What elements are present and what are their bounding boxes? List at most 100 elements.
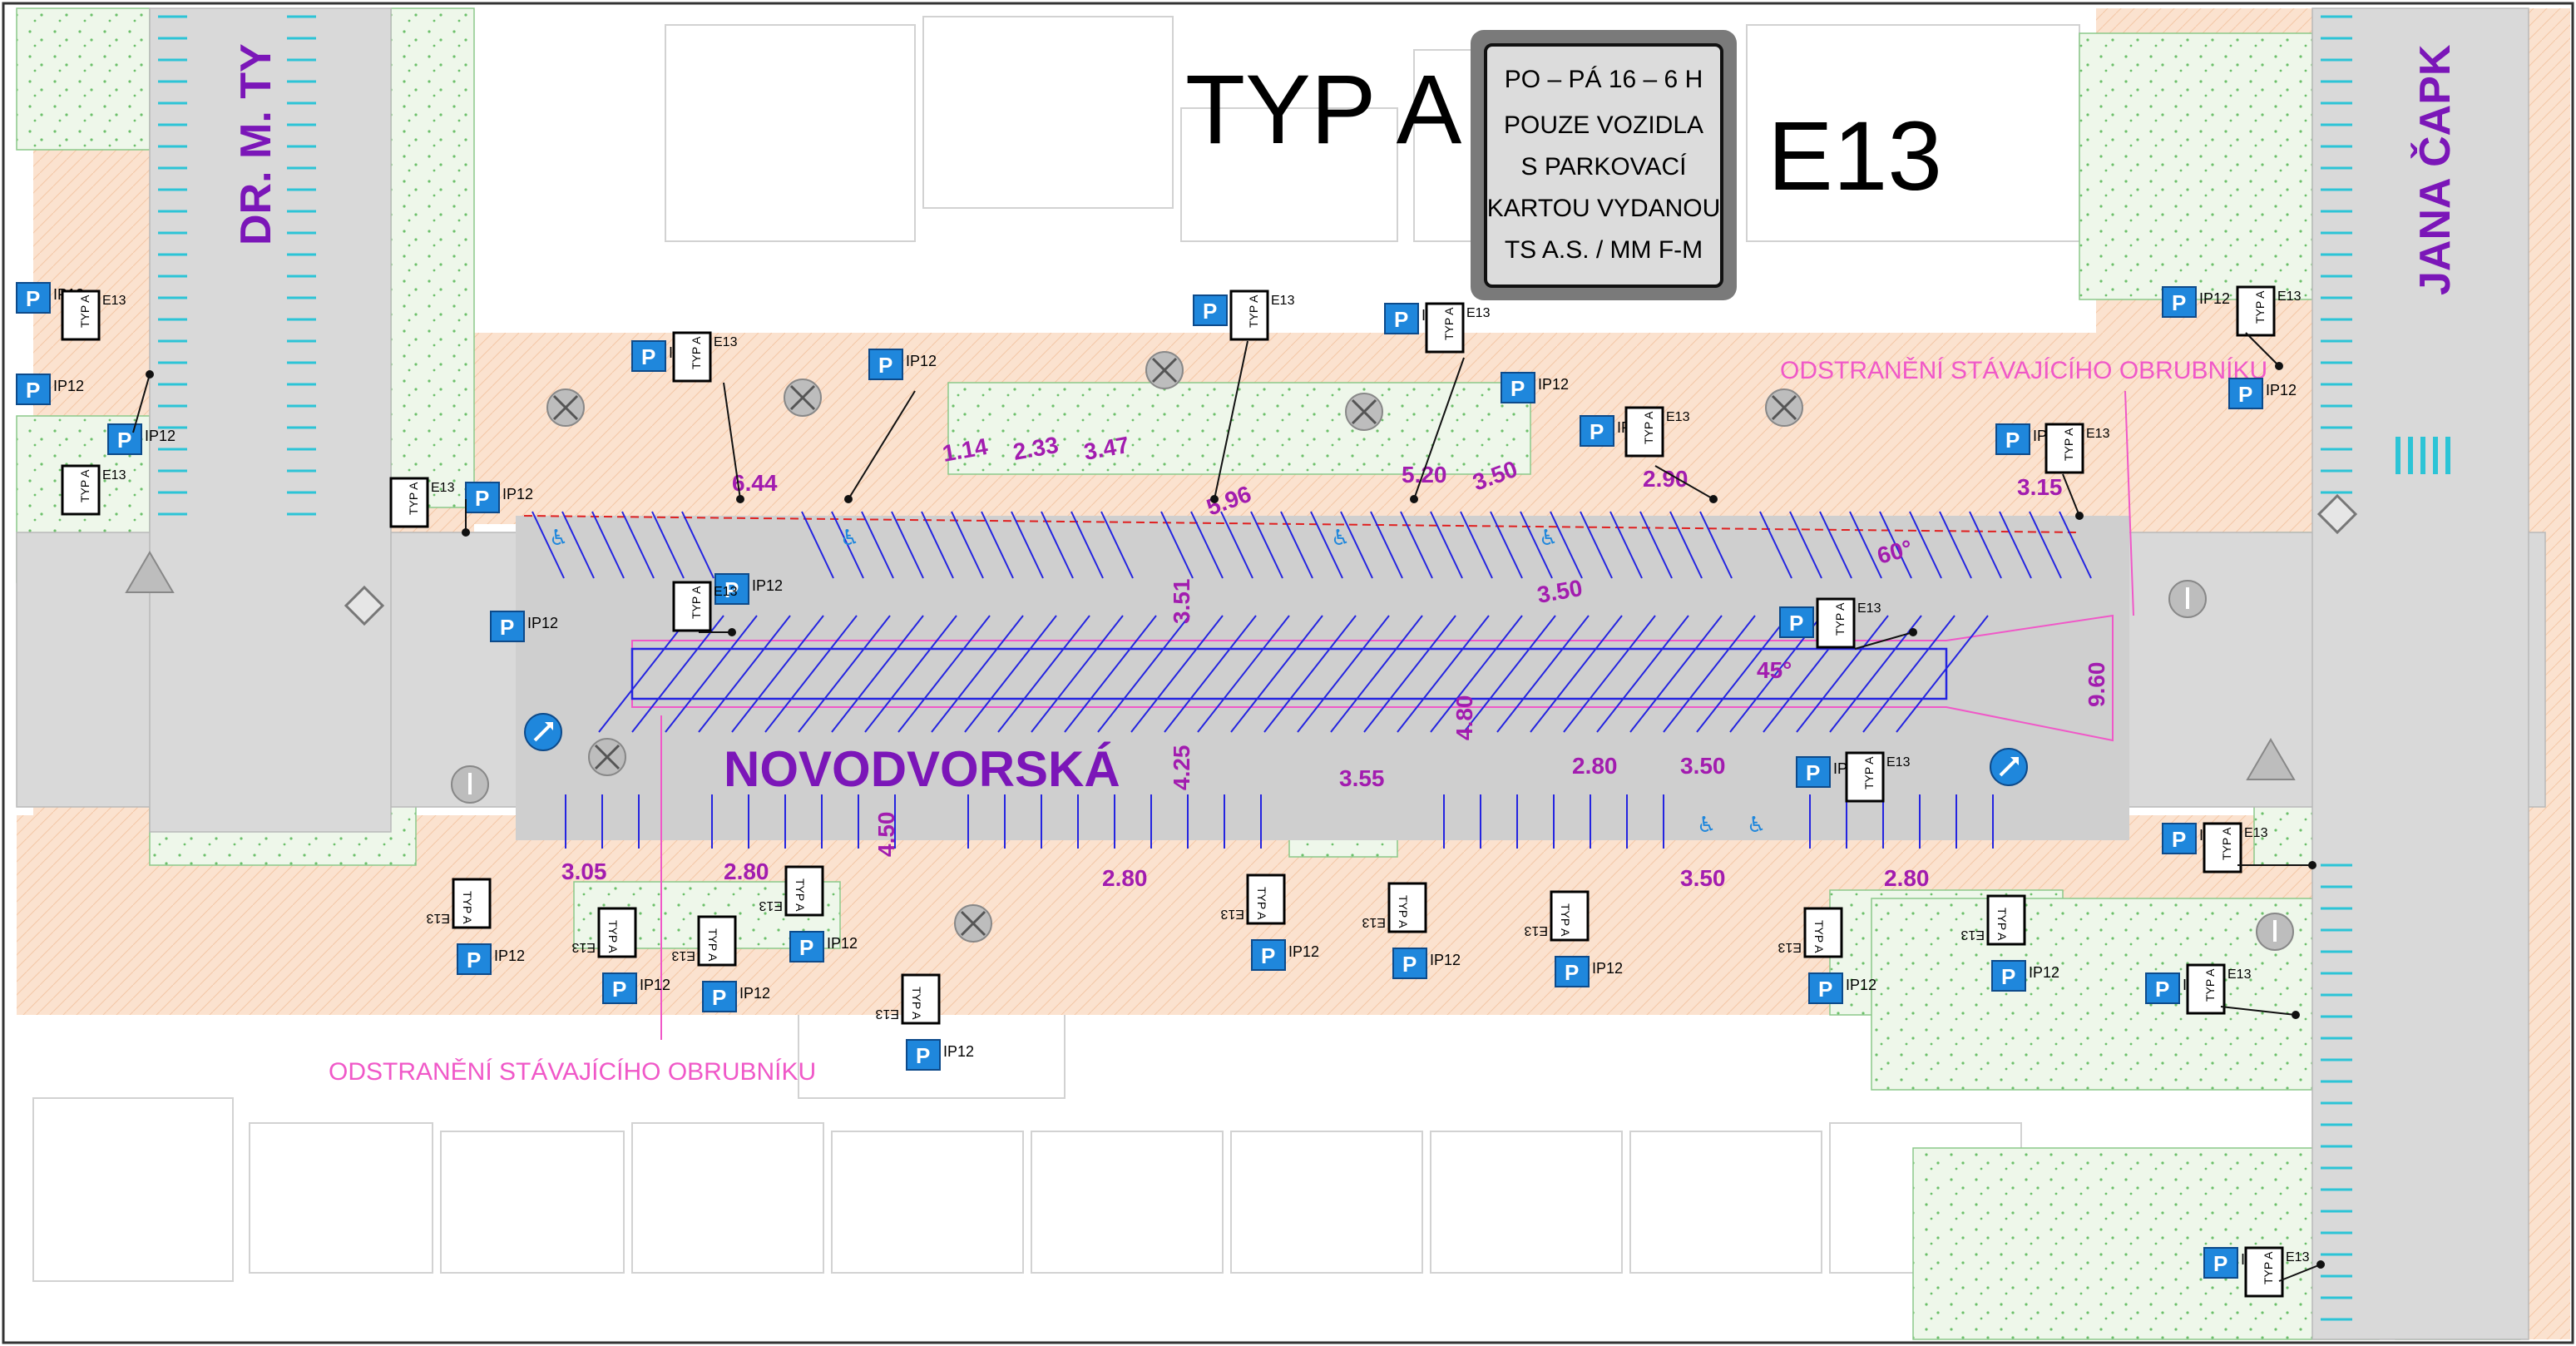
no-parking-sign-icon [588,738,626,776]
street-name-main: NOVODVORSKÁ [724,741,1120,797]
parking-bay-line [1297,615,1390,733]
svg-text:P: P [1590,419,1604,444]
parking-bay-line [651,511,685,579]
svg-text:E13: E13 [431,481,455,495]
parking-bay-line [1430,511,1463,579]
svg-text:E13: E13 [2244,826,2268,840]
parking-bay-line [1340,511,1373,579]
svg-text:TYP A: TYP A [1559,903,1572,937]
parking-bay-line [1230,615,1323,733]
parking-bay-line [1263,615,1357,733]
svg-text:P: P [1261,943,1275,968]
parking-bay-line [1310,511,1343,579]
svg-text:E13: E13 [759,898,783,913]
svg-text:TYP A: TYP A [407,482,420,515]
svg-text:P: P [799,935,813,960]
svg-text:P: P [2155,977,2169,1002]
dim-angle-45: 45° [1757,657,1792,683]
parking-bay-line [2029,511,2062,579]
dim-top-9: 3.15 [2017,474,2063,500]
svg-text:P: P [1510,376,1525,401]
svg-text:E13: E13 [571,940,596,954]
svg-text:P: P [500,615,514,640]
parking-bay-line [1530,615,1623,733]
parking-bay-line [1969,511,2002,579]
leader-line [2220,1006,2297,1016]
parking-bay-line [1879,511,1912,579]
legend-type-label: TYP A [1185,55,1462,165]
no-parking-sign-icon [1145,351,1184,389]
leader-line [723,382,741,500]
legend-code: E13 [1768,101,1942,211]
svg-text:IP12: IP12 [2199,290,2230,307]
svg-text:E13: E13 [1271,294,1295,308]
parking-bay-line [1496,615,1590,733]
parking-bay-line [1699,511,1733,579]
parking-bay-line [1011,511,1044,579]
typ-a-sign-icon: TYP A E13 [61,464,126,516]
svg-text:P: P [878,353,892,378]
curb-removal-note-top: ODSTRANĚNÍ STÁVAJÍCÍHO OBRUBNÍKU [1780,357,2267,384]
no-parking-sign-icon [1765,388,1803,427]
svg-text:IP12: IP12 [943,1043,974,1060]
leader-dot [1909,628,1917,636]
svg-text:P: P [117,428,131,453]
no-stopping-sign-icon [1345,393,1383,431]
typ-a-sign-icon: TYP A E13 [1524,890,1590,942]
dim-bot-7: 3.50 [1680,753,1726,779]
legend-panel-inner [1484,43,1723,288]
svg-text:P: P [1789,611,1803,636]
svg-text:IP12: IP12 [1430,952,1461,968]
svg-text:TYP A: TYP A [1995,908,2009,941]
svg-text:TYP A: TYP A [78,294,91,328]
parking-bay-line [1669,511,1703,579]
svg-text:TYP A: TYP A [461,891,474,924]
svg-text:TYP A: TYP A [78,469,91,502]
dim-bot-1: 3.05 [561,859,607,884]
svg-text:IP12: IP12 [752,577,783,594]
parking-bay-line [1939,511,1972,579]
svg-text:TYP A: TYP A [2220,827,2233,860]
parking-bay-line [981,511,1014,579]
parking-bay-line [1663,615,1756,733]
parking-bay-line [665,615,758,733]
svg-text:P: P [1394,307,1408,332]
parking-bay-line [1330,615,1423,733]
parking-bay-line [1031,615,1124,733]
dim-bot-2: 2.80 [724,859,769,884]
priority-road-sign-icon [2316,493,2358,535]
svg-text:E13: E13 [2277,289,2302,304]
svg-text:♿: ♿ [1539,526,1558,551]
dim-mid-5: 9.60 [2084,662,2109,708]
svg-text:TYP A: TYP A [794,878,807,912]
parking-bay-line [1550,511,1583,579]
street-name-left: DR. M. TY [232,43,280,245]
parking-bay-line [1563,615,1656,733]
parking-bay-line [951,511,984,579]
parking-bay-line [864,615,957,733]
leader-line [132,374,151,433]
parking-bay-line [1250,511,1283,579]
traffic-signs: PIP12PIP12PIP12PIP12PIP12PIP12PIP12PIP12… [16,282,2358,1298]
parking-bay-line [1849,511,1882,579]
no-stopping-sign-icon [954,904,992,943]
svg-text:E13: E13 [102,468,126,482]
svg-text:P: P [1565,960,1579,985]
parking-bay-line [891,511,924,579]
parking-bay-line [1064,615,1157,733]
svg-text:E13: E13 [1524,923,1548,938]
leader-dot [2308,861,2316,869]
leader-dot [462,528,470,537]
